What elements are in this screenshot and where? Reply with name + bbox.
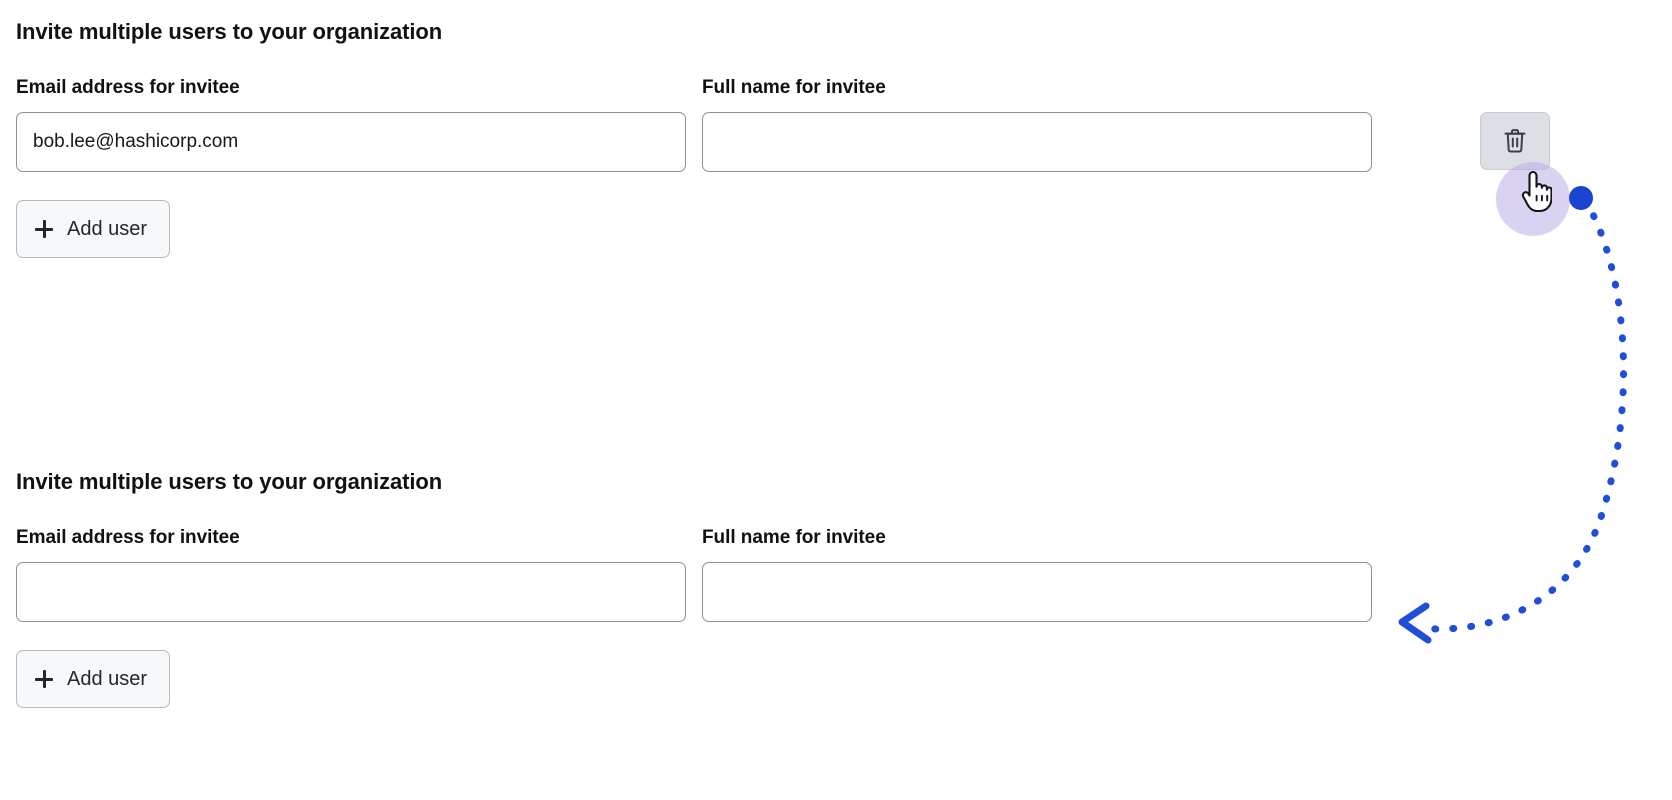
add-user-row-1: Add user [16,200,1656,260]
fullname-field-group-1: Full name for invitee [702,76,1372,172]
email-field-label: Email address for invitee [16,527,240,548]
plus-icon [35,670,53,688]
trash-icon [1503,128,1527,154]
delete-row-button[interactable] [1480,112,1550,170]
email-input[interactable] [16,112,686,172]
fullname-input[interactable] [702,562,1372,622]
fullname-field-label: Full name for invitee [702,527,886,548]
invite-section-1: Invite multiple users to your organizati… [16,18,1656,260]
email-field-group-1: Email address for invitee [16,76,686,172]
invitee-field-row-1: Email address for invitee Full name for … [16,76,1656,182]
add-user-button-label: Add user [67,217,148,240]
invite-section-2: Invite multiple users to your organizati… [16,468,1656,710]
page-title: Invite multiple users to your organizati… [16,469,443,494]
add-user-button[interactable]: Add user [16,650,171,708]
add-user-button[interactable]: Add user [16,200,171,258]
plus-icon [35,220,53,238]
invitee-field-row-2: Email address for invitee Full name for … [16,526,1656,632]
fullname-field-group-2: Full name for invitee [702,526,1372,622]
page-title: Invite multiple users to your organizati… [16,19,443,44]
fullname-field-label: Full name for invitee [702,77,886,98]
email-field-group-2: Email address for invitee [16,526,686,622]
add-user-button-label: Add user [67,667,148,690]
fullname-input[interactable] [702,112,1372,172]
email-input[interactable] [16,562,686,622]
email-field-label: Email address for invitee [16,77,240,98]
add-user-row-2: Add user [16,650,1656,710]
